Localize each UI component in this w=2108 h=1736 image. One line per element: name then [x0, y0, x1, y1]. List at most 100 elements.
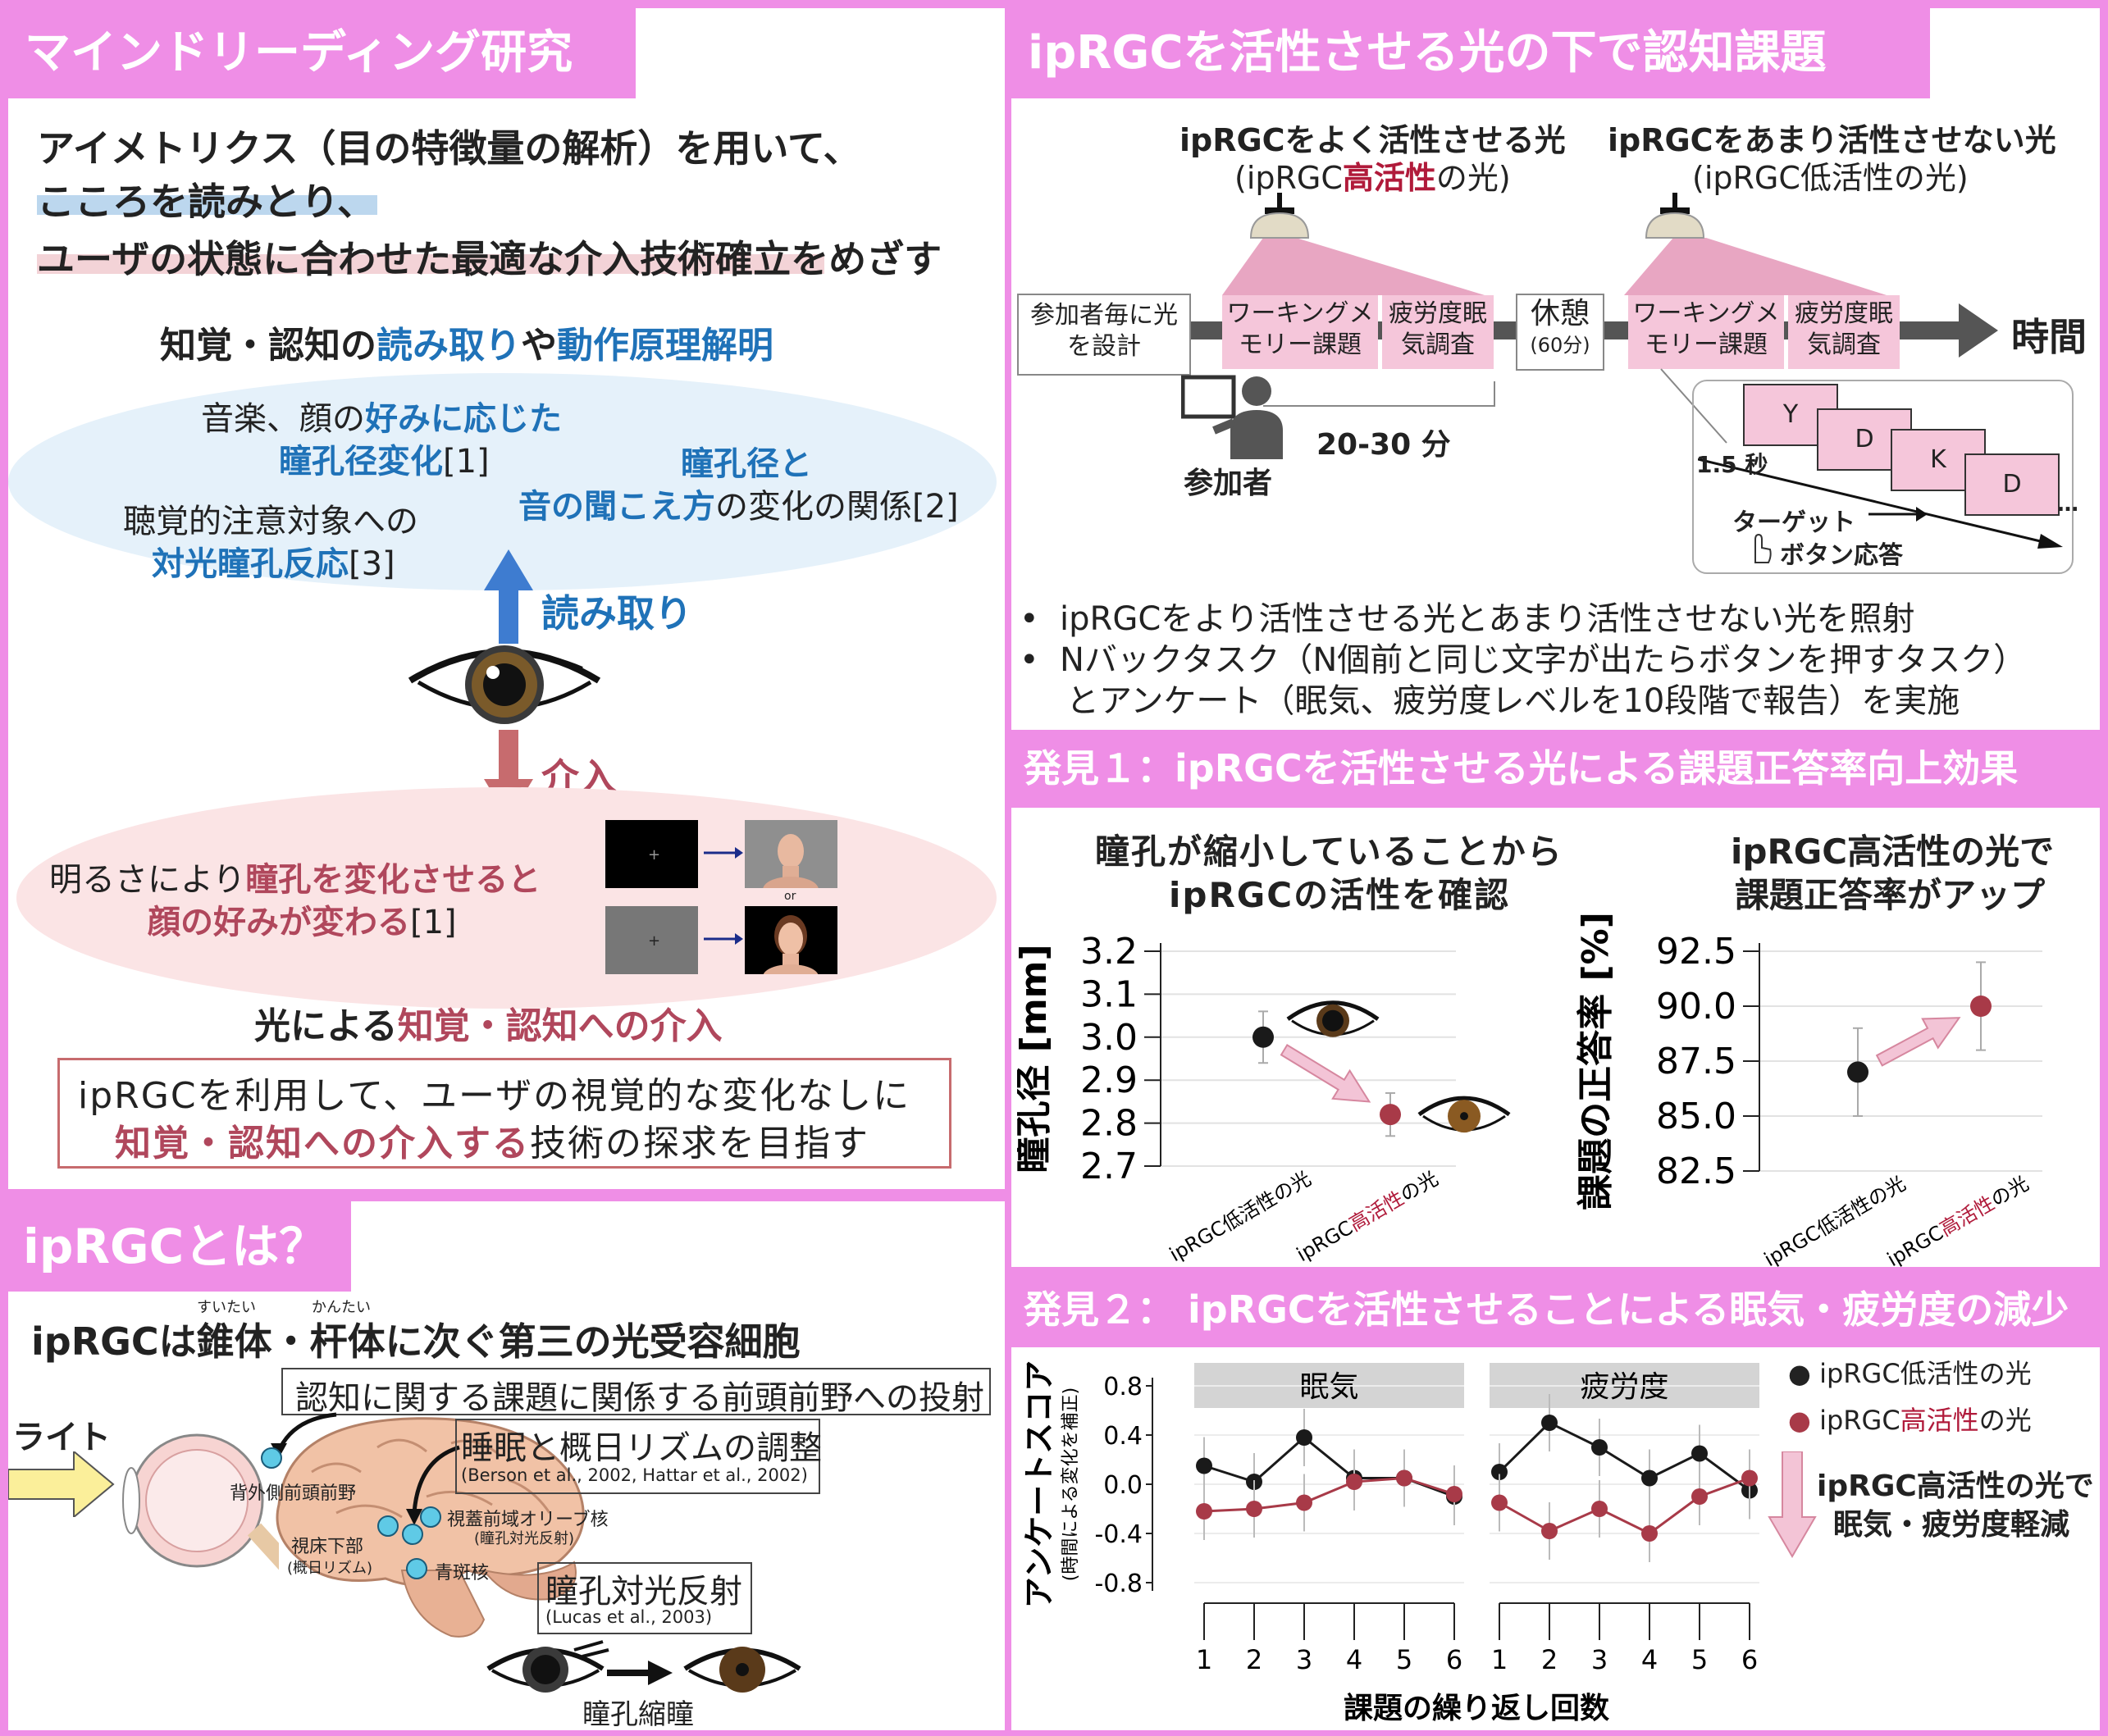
data-point	[1591, 1501, 1608, 1517]
item3-line1: 聴覚的注意対象への	[123, 503, 418, 540]
data-point	[1541, 1523, 1558, 1539]
dlpfc-label: 背外側前頭前野	[230, 1483, 357, 1504]
conclusion-1: ipRGC高活性の光で	[1817, 1469, 2094, 1503]
y-tick-label: 85.0	[1656, 1096, 1736, 1137]
series-line	[1203, 1476, 1455, 1513]
y-axis-sublabel: (時間による変化を補正)	[1061, 1387, 1081, 1582]
legend-low: ● ipRGC低活性の光	[1788, 1358, 2032, 1389]
f1-right-title-2: 課題正答率がアップ	[1735, 875, 2046, 915]
x-tick-label: 6	[1741, 1644, 1758, 1675]
stim-arrow-icon-2	[704, 933, 743, 945]
data-point	[1691, 1488, 1708, 1505]
finding2-header: 発見２： ipRGCを活性させることによる眠気・疲労度の減少	[1011, 1275, 2100, 1345]
x-tick-label: 2	[1541, 1644, 1558, 1675]
facet-title: 眠気	[1299, 1370, 1358, 1404]
sleep-ref: (Berson et al., 2002, Hattar et al., 200…	[461, 1465, 808, 1485]
small-pupil-eye-icon	[1417, 1096, 1511, 1117]
small-pupil-eye-icon	[1460, 1112, 1468, 1121]
data-point	[1380, 1104, 1401, 1126]
x-tick-label: ipRGC低活性の光	[1166, 1167, 1315, 1266]
lead-line-1: アイメトリクス（目の特徴量の解析）を用いて、	[37, 126, 861, 171]
target-label: ターゲット	[1732, 508, 1855, 537]
nback-ellipsis: …	[2057, 492, 2078, 517]
light-line2: 顔の好みが変わる[1]	[148, 904, 457, 941]
item1-line1: 音楽、顔の好みに応じた	[201, 400, 562, 438]
face-icon-2	[763, 915, 819, 989]
y-tick-label: 87.5	[1656, 1041, 1736, 1082]
light-high-sub: (ipRGC高活性の光)	[1234, 160, 1511, 196]
face-dark-bg	[745, 906, 837, 989]
x-tick-label: 4	[1641, 1644, 1658, 1675]
projection-label: 認知に関する課題に関係する前頭前野への投射	[295, 1379, 984, 1417]
ruby-suitai: すいたい	[197, 1299, 256, 1316]
highlight-blue	[37, 195, 377, 215]
stim-arrow-icon-1	[704, 847, 743, 859]
data-point	[1252, 1026, 1274, 1048]
item3-line2: 対光瞳孔反応[3]	[152, 545, 395, 583]
y-tick-label: 2.7	[1080, 1146, 1138, 1187]
light-low-label: ipRGCをあまり活性させない光	[1608, 122, 2056, 158]
series-line	[1498, 1421, 1750, 1492]
data-point	[1296, 1429, 1312, 1446]
eye-icon	[408, 645, 601, 724]
olivary-label: 視蓋前域オリーブ核	[447, 1510, 609, 1530]
y-tick-label: -0.8	[1094, 1570, 1143, 1598]
miosis-label: 瞳孔縮瞳	[582, 1698, 694, 1731]
y-axis-label: アンケートスコア	[1021, 1360, 1057, 1608]
node-olivary-b	[420, 1506, 441, 1528]
node-hypothalamus	[377, 1515, 399, 1537]
lamp-icon-1	[1222, 193, 1485, 295]
f1-left-title-2: ipRGCの活性を確認	[1169, 875, 1511, 915]
face-icon-1	[763, 834, 819, 903]
sleep-pointer-icon	[406, 1445, 460, 1525]
wm-task-2: ワーキングメモリー課題	[1628, 295, 1784, 369]
goal-line2: 知覚・認知への介入する技術の探求を目指す	[115, 1123, 869, 1164]
lamp-icon-2	[1624, 193, 1887, 295]
large-pupil-eye-icon	[1322, 1009, 1344, 1032]
fatigue-survey-2: 疲労度眠気調査	[1788, 295, 1900, 369]
bullet-2: • Nバックタスク（N個前と同じ文字が出たらボタンを押すタスク）	[1020, 641, 2027, 679]
item1-line2: 瞳孔径変化[1]	[279, 443, 490, 481]
mind-reading-header: マインドリーディング研究	[8, 8, 636, 98]
bullet-3: とアンケート（眠気、疲労度レベルを10段階で報告）を実施	[1066, 682, 1960, 720]
read-arrow-icon	[484, 549, 533, 644]
data-point	[1541, 1415, 1558, 1431]
timeline-arrow-icon	[1901, 303, 1998, 358]
goal-box	[57, 1058, 951, 1169]
reduce-arrow-icon	[1768, 1451, 1817, 1558]
light-line1: 明るさにより瞳孔を変化させると	[49, 861, 541, 899]
lead-line-2: こころを読みとり、	[37, 180, 376, 224]
trend-arrow	[1875, 1017, 1961, 1067]
light-high-label: ipRGCをよく活性させる光	[1179, 122, 1566, 158]
subtitle-reading: 知覚・認知の読み取りや動作原理解明	[160, 325, 773, 367]
x-tick-label: 3	[1296, 1644, 1312, 1675]
goal-line1: ipRGCを利用して、ユーザの視覚的な変化なしに	[78, 1075, 911, 1117]
hypothalamus-label: 視床下部	[291, 1537, 364, 1557]
data-point	[1970, 996, 1992, 1017]
sleep-label: 睡眠と概日リズムの調整	[461, 1429, 822, 1467]
y-tick-label: 0.8	[1103, 1373, 1143, 1401]
data-point	[1396, 1469, 1412, 1487]
data-point	[1847, 1061, 1868, 1083]
hypothalamus-sub: (概日リズム)	[287, 1560, 373, 1577]
iprgc-header: ipRGCとは？	[8, 1201, 351, 1292]
gray-stimulus: +	[605, 906, 698, 974]
x-tick-label: 1	[1491, 1644, 1508, 1675]
x-tick-label: 5	[1396, 1644, 1412, 1675]
trend-arrow	[1280, 1044, 1371, 1103]
data-point	[1491, 1464, 1508, 1480]
time-label: 時間	[2011, 315, 2087, 359]
data-point	[1196, 1503, 1212, 1520]
eyeball-diagram-icon	[122, 1433, 279, 1570]
data-point	[1641, 1525, 1658, 1542]
task-header: ipRGCを活性させる光の下で認知課題	[1011, 8, 1930, 98]
x-tick-label: 5	[1691, 1644, 1708, 1675]
node-blue-spot	[406, 1558, 427, 1579]
light-low-sub: (ipRGC低活性の光)	[1692, 160, 1969, 196]
y-axis-label: 課題の正答率 [%]	[1575, 912, 1617, 1210]
rest-box: 休憩(60分)	[1516, 294, 1604, 371]
nback-letter-4: D	[1964, 453, 2060, 516]
node-dlpfc	[261, 1447, 282, 1469]
wm-task-1: ワーキングメモリー課題	[1222, 295, 1378, 369]
